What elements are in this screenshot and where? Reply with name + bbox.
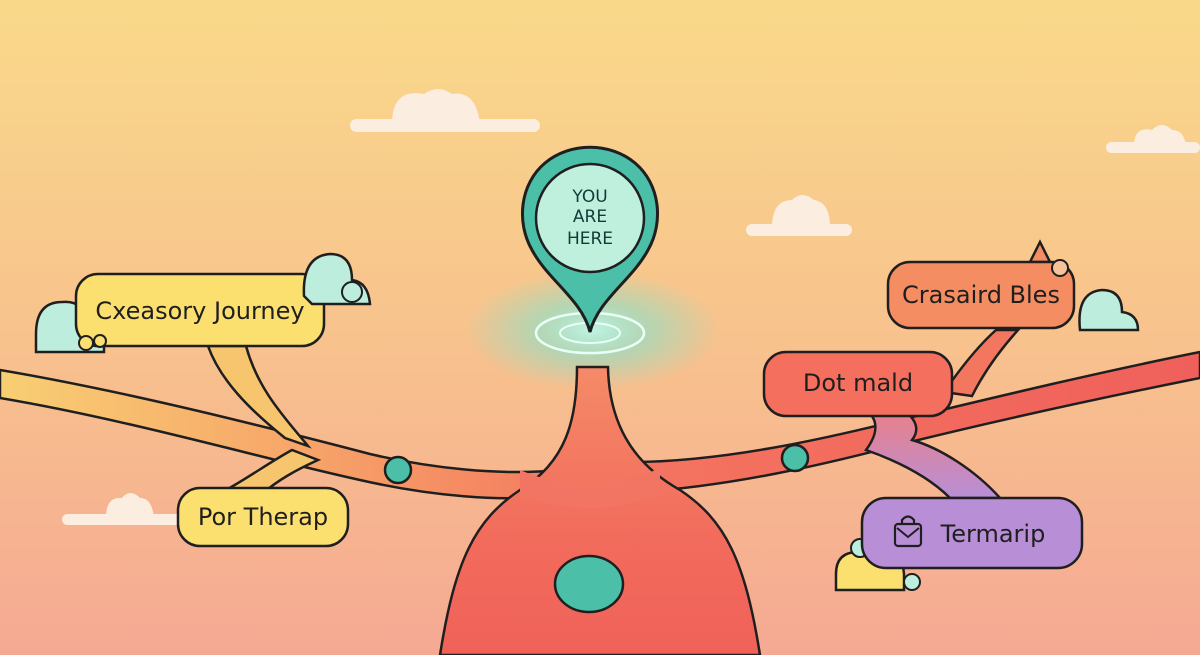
node-right-middle-label: Dot mald bbox=[803, 369, 913, 397]
node-right-middle-box bbox=[762, 350, 954, 418]
cloud-mid-right bbox=[746, 195, 852, 236]
cloud-mint-left-top bbox=[302, 252, 372, 306]
node-left-top-bubble-a bbox=[78, 335, 94, 351]
node-right-top-box bbox=[886, 260, 1076, 330]
node-left-bottom-box bbox=[176, 486, 350, 548]
node-left-top[interactable]: Cxeasory Journey bbox=[34, 252, 372, 354]
node-left-top-label: Cxeasory Journey bbox=[95, 297, 304, 325]
connector-left-top bbox=[206, 344, 312, 449]
node-right-top-bubble bbox=[1051, 259, 1069, 277]
node-left-top-bubble-b bbox=[93, 334, 107, 348]
pin-text-line3: HERE bbox=[567, 229, 613, 249]
node-right-middle[interactable]: Dot mald bbox=[762, 350, 954, 418]
cloud-top-right bbox=[1106, 125, 1200, 153]
node-right-top-label: Crasaird Bles bbox=[902, 281, 1060, 309]
node-right-bottom-box bbox=[860, 496, 1084, 570]
node-right-top[interactable]: Crasaird Bles bbox=[886, 239, 1140, 332]
shopping-bag-icon bbox=[893, 515, 923, 548]
cloud-mint-right bbox=[1078, 288, 1140, 332]
trunk-center-dot[interactable] bbox=[553, 554, 625, 614]
node-left-bottom[interactable]: Por Therap bbox=[176, 486, 350, 548]
pin-text-line2: ARE bbox=[573, 207, 607, 227]
trunk bbox=[438, 365, 762, 655]
node-right-bottom[interactable]: Termarip bbox=[834, 496, 1084, 592]
pin-text-line1: YOU bbox=[571, 187, 607, 207]
junction-dot-right[interactable] bbox=[780, 443, 810, 473]
node-right-bottom-label: Termarip bbox=[940, 520, 1046, 548]
pin-inner-circle bbox=[534, 162, 646, 274]
you-are-here-pin[interactable]: YOU ARE HERE bbox=[521, 145, 659, 355]
node-left-top-box bbox=[74, 272, 326, 348]
connector-right-top bbox=[941, 328, 1021, 398]
cloud-bottom-left bbox=[62, 493, 202, 525]
cloud-top-center bbox=[350, 89, 540, 132]
junction-dot-left[interactable] bbox=[383, 455, 413, 485]
trunk-join bbox=[520, 468, 660, 508]
node-left-bottom-label: Por Therap bbox=[198, 503, 328, 531]
